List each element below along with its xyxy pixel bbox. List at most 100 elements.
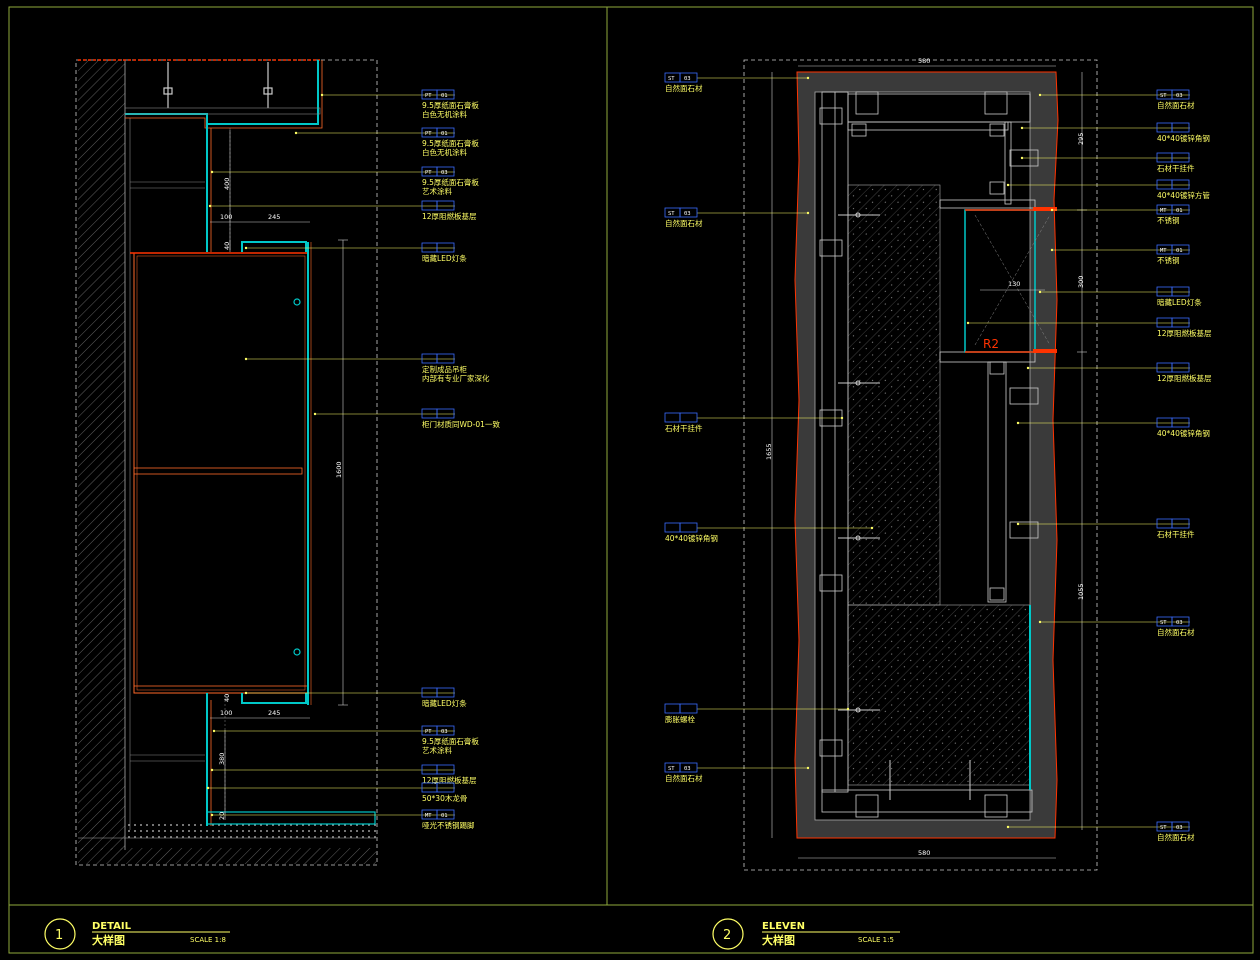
tag-box bbox=[1156, 122, 1173, 133]
leader-dot bbox=[1006, 825, 1010, 829]
callout-text: 自然面石材 bbox=[1157, 100, 1195, 110]
callout-text: 定制成品吊柜 bbox=[422, 364, 467, 374]
view-scale: SCALE 1:8 bbox=[190, 936, 226, 944]
callout-tag: PT bbox=[425, 131, 432, 137]
callout-code: 03 bbox=[684, 76, 691, 82]
code-box bbox=[1171, 89, 1190, 100]
callout: 暗藏LED灯条 bbox=[244, 687, 467, 708]
right-dimension-texts: 580 295 300 130 1655 1055 580 R2 bbox=[765, 57, 1085, 857]
left-dimension-texts: 400 100 245 40 1600 40 100 245 380 20 bbox=[218, 178, 343, 820]
leader-dot bbox=[210, 768, 214, 772]
recess-diagonals bbox=[974, 214, 1051, 346]
callout-tag: ST bbox=[1160, 825, 1167, 831]
leader-dot bbox=[294, 131, 298, 135]
callout: 40*40镀锌角钢 bbox=[664, 522, 874, 543]
sheet-frame bbox=[8, 6, 1254, 954]
callout-tag: MT bbox=[425, 813, 432, 819]
leader-dot bbox=[806, 76, 810, 80]
tag-box bbox=[1156, 179, 1173, 190]
callout-code: 01 bbox=[441, 131, 448, 137]
view-subtitle: 大样图 bbox=[762, 933, 795, 947]
callout: 石材干挂件 bbox=[1020, 152, 1195, 173]
concrete-column-upper bbox=[847, 184, 941, 606]
dim-245-top: 245 bbox=[268, 213, 280, 221]
code-box bbox=[1171, 179, 1190, 190]
callout-tag: PT bbox=[425, 729, 432, 735]
dim-top-580: 580 bbox=[918, 57, 930, 65]
callout-tag: PT bbox=[425, 170, 432, 176]
leader-dot bbox=[1016, 522, 1020, 526]
right-title-block: 2 ELEVEN 大样图 SCALE 1:5 bbox=[712, 918, 900, 950]
callout-text: 自然面石材 bbox=[665, 83, 703, 93]
callout-code: 03 bbox=[441, 729, 448, 735]
callout-text: 哑光不锈钢踢脚 bbox=[422, 820, 475, 830]
dim-1055: 1055 bbox=[1077, 583, 1085, 600]
concrete-wall-hatch bbox=[78, 60, 125, 850]
tag-box bbox=[421, 764, 438, 775]
code-box bbox=[436, 127, 455, 138]
callout-text: 12厚阻燃板基层 bbox=[1157, 328, 1212, 338]
callout-tag: MT bbox=[1160, 248, 1167, 254]
code-box bbox=[1171, 821, 1190, 832]
dim-295: 295 bbox=[1077, 133, 1085, 145]
callout-text: 自然面石材 bbox=[665, 773, 703, 783]
code-box bbox=[436, 166, 455, 177]
leader-dot bbox=[1006, 183, 1010, 187]
leader-dot bbox=[210, 170, 214, 174]
tag-box bbox=[1156, 152, 1173, 163]
callout: 12厚阻燃板基层 bbox=[966, 317, 1212, 338]
code-box bbox=[436, 200, 455, 211]
callout-tag: ST bbox=[1160, 620, 1167, 626]
code-box bbox=[436, 353, 455, 364]
tag-box bbox=[1156, 317, 1173, 328]
callout-text: 内部有专业厂家深化 bbox=[422, 373, 490, 383]
code-box bbox=[1171, 616, 1190, 627]
callout-text: 自然面石材 bbox=[1157, 627, 1195, 637]
callout: 暗藏LED灯条 bbox=[244, 242, 467, 263]
dim-100-bottom: 100 bbox=[220, 709, 232, 717]
leader-dot bbox=[966, 321, 970, 325]
callout-code: 03 bbox=[1176, 825, 1183, 831]
code-box bbox=[1171, 417, 1190, 428]
dim-380: 380 bbox=[218, 753, 226, 765]
callout-tag: MT bbox=[1160, 208, 1167, 214]
radius-r2: R2 bbox=[983, 337, 999, 351]
callout-code: 03 bbox=[684, 766, 691, 772]
callout-tag: ST bbox=[668, 211, 675, 217]
callout-text: 40*40镀锌角钢 bbox=[665, 533, 718, 543]
leader-dot bbox=[806, 211, 810, 215]
callout-text: 暗藏LED灯条 bbox=[422, 698, 467, 708]
code-box bbox=[436, 408, 455, 419]
tag-box bbox=[664, 522, 681, 533]
left-detail-view bbox=[75, 59, 378, 866]
dim-40-bottom: 40 bbox=[223, 694, 231, 702]
dim-100-top: 100 bbox=[220, 213, 232, 221]
dim-20: 20 bbox=[218, 812, 226, 820]
leader-dot bbox=[1020, 156, 1024, 160]
callout-code: 01 bbox=[441, 93, 448, 99]
code-box bbox=[1171, 317, 1190, 328]
dim-400: 400 bbox=[223, 178, 231, 190]
callout-text: 9.5厚纸面石膏板 bbox=[422, 138, 479, 148]
tag-box bbox=[1156, 286, 1173, 297]
code-box bbox=[679, 72, 698, 83]
leader-dot bbox=[1016, 421, 1020, 425]
callout-tag: ST bbox=[668, 766, 675, 772]
left-title-block: 1 DETAIL 大样图 SCALE 1:8 bbox=[44, 918, 230, 950]
dim-40-top: 40 bbox=[223, 242, 231, 250]
leader-dot bbox=[846, 707, 850, 711]
callout: 12厚阻燃板基层 bbox=[1026, 362, 1212, 383]
concrete-column-lower bbox=[847, 604, 1031, 786]
callout-text: 40*40镀锌角钢 bbox=[1157, 428, 1210, 438]
tag-box bbox=[1156, 417, 1173, 428]
leader-dot bbox=[840, 416, 844, 420]
leader-dot bbox=[244, 246, 248, 250]
view-number: 1 bbox=[55, 928, 63, 943]
callout: 石材干挂件 bbox=[664, 412, 844, 433]
leader-dot bbox=[870, 526, 874, 530]
